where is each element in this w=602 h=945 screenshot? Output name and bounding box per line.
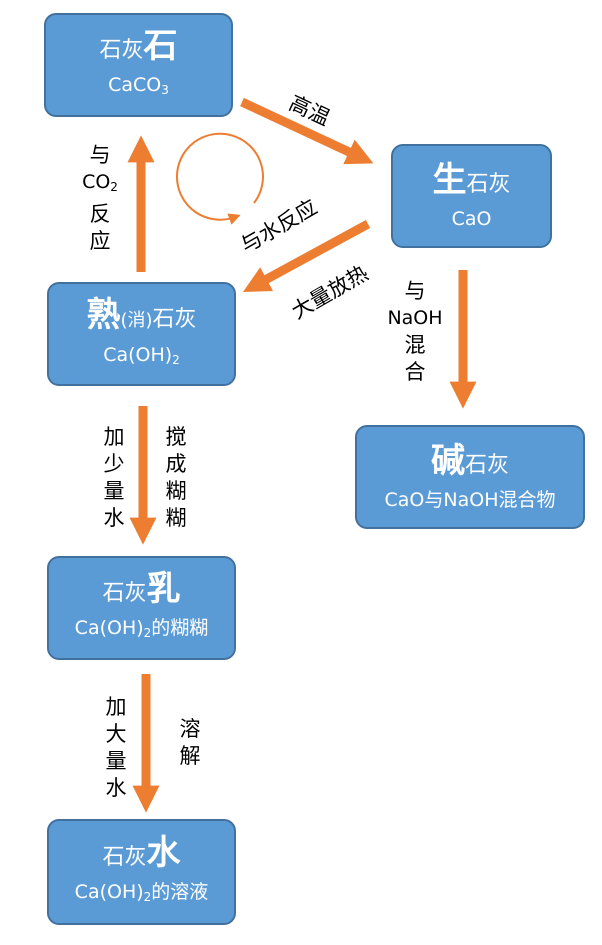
node-soda-lime-formula: CaO与NaOH混合物 — [384, 488, 556, 511]
node-soda-lime: 碱石灰 CaO与NaOH混合物 — [355, 425, 585, 529]
label-dissolve: 溶解 — [179, 717, 201, 768]
node-slaked-lime-name: 熟(消)石灰 — [86, 294, 197, 335]
node-slaked-lime: 熟(消)石灰 Ca(OH)2 — [47, 282, 236, 386]
cycle-arrow — [176, 132, 264, 225]
node-limestone-name: 石灰石 — [99, 26, 178, 66]
node-lime-milk-formula: Ca(OH)2的糊糊 — [74, 617, 209, 640]
node-limewater-name: 石灰水 — [102, 833, 181, 873]
node-soda-lime-name: 碱石灰 — [430, 440, 509, 481]
node-quicklime: 生石灰 CaO — [391, 144, 552, 248]
node-limestone: 石灰石 CaCO3 — [44, 13, 233, 117]
label-much-water: 加大量水 — [105, 695, 127, 800]
node-lime-milk: 石灰乳 Ca(OH)2的糊糊 — [47, 556, 236, 660]
node-slaked-lime-formula: Ca(OH)2 — [103, 343, 180, 367]
node-quicklime-formula: CaO — [451, 207, 492, 230]
label-with-co2: 与 CO2 反应 — [82, 143, 118, 253]
node-limestone-formula: CaCO3 — [108, 74, 169, 97]
arrow-quicklime-to-slaked-lime — [242, 220, 371, 293]
label-mix-naoh: 与 NaOH 混合 — [387, 279, 443, 384]
label-little-water: 加少量水 — [103, 425, 125, 530]
node-limewater-formula: Ca(OH)2的溶液 — [74, 881, 209, 904]
node-limewater: 石灰水 Ca(OH)2的溶液 — [47, 819, 236, 925]
node-quicklime-name: 生石灰 — [432, 159, 511, 200]
node-lime-milk-name: 石灰乳 — [102, 569, 181, 609]
label-stir-paste: 搅成糊糊 — [165, 425, 187, 530]
arrow-limestone-to-quicklime — [240, 97, 374, 165]
